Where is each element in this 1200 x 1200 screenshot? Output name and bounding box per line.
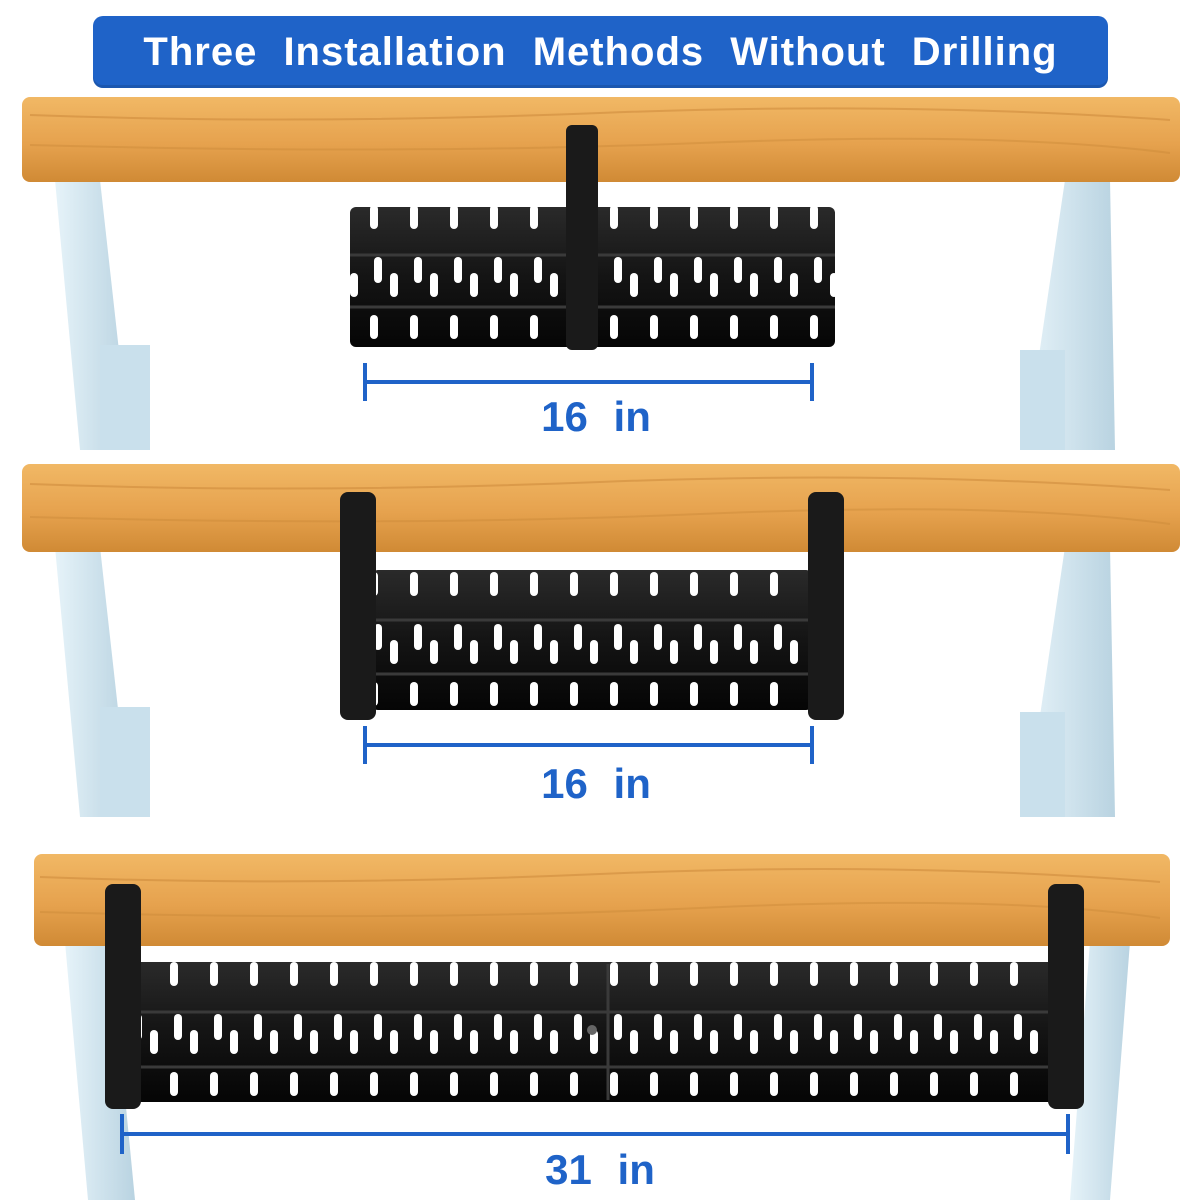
- right-clamp: [808, 492, 844, 720]
- method-3-illustration: [34, 854, 1170, 1200]
- desk-top: [34, 854, 1170, 946]
- left-clamp: [105, 884, 141, 1109]
- dimension-label-1: 16 in: [541, 393, 651, 440]
- cable-tray: [135, 962, 1055, 1102]
- banner-title: Three Installation Methods Without Drill…: [143, 29, 1058, 74]
- title-banner: Three Installation Methods Without Drill…: [93, 16, 1108, 88]
- method-3-extended: 31 in: [0, 852, 1200, 1200]
- method-1-illustration: [22, 97, 1180, 450]
- method-2-end-clamps: 16 in: [0, 462, 1200, 817]
- left-clamp: [340, 492, 376, 720]
- center-clamp: [566, 125, 598, 350]
- method-2-illustration: [22, 464, 1180, 817]
- dimension-label-3: 31 in: [545, 1146, 655, 1193]
- cable-tray: [372, 570, 812, 710]
- right-clamp: [1048, 884, 1084, 1109]
- desk-top: [22, 464, 1180, 552]
- desk-top: [22, 97, 1180, 182]
- method-1-center-clamp: 16 in: [0, 95, 1200, 450]
- dimension-label-2: 16 in: [541, 760, 651, 807]
